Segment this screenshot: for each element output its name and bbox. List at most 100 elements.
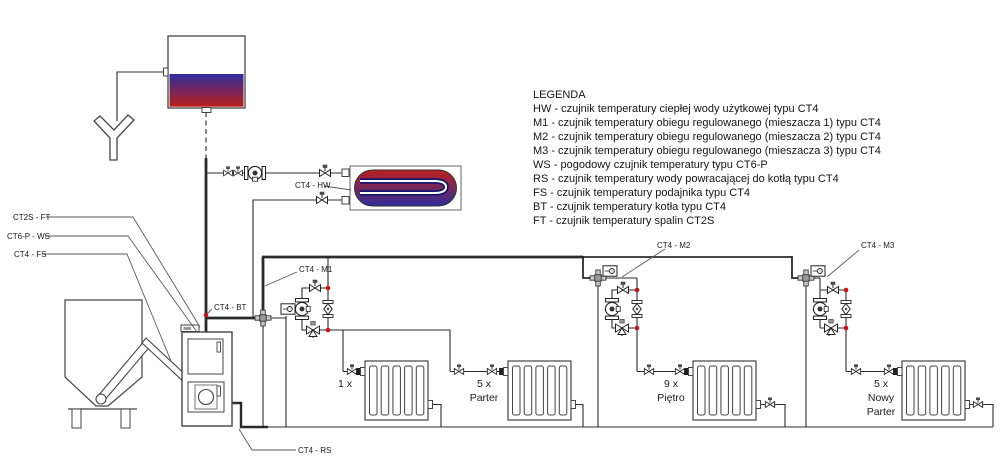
radiator-return-valve [972, 397, 984, 408]
boiler-assembly [64, 299, 233, 429]
overflow-funnel [93, 114, 135, 161]
sensor-leaders: CT2S - FT CT6-P - WS CT4 - FS CT4 - BT C… [7, 181, 895, 455]
balancing-valve-m2 [631, 300, 643, 318]
label-ct2s-ft: CT2S - FT [13, 213, 50, 222]
expansion-tank-water [169, 74, 244, 107]
expansion-tank-assembly [93, 35, 246, 161]
sensor-box-m3 [810, 265, 826, 277]
label-ct4-m2: CT4 - M2 [657, 241, 691, 250]
valve-icon [233, 166, 243, 177]
valve-icon [223, 166, 233, 177]
radiator-1-count: 1 x [338, 378, 353, 390]
m1-leader-line [264, 271, 298, 287]
radiator-valve [643, 364, 655, 375]
bt-leader-line [206, 308, 213, 315]
legend-title: LEGENDA [533, 89, 586, 101]
auger-motor [95, 393, 107, 405]
legend-entry: M1 - czujnik temperatury obiegu regulowa… [533, 117, 881, 129]
valve-icon-m1 [309, 279, 321, 292]
hw-leader-line [323, 185, 352, 191]
burner-frame [194, 384, 218, 410]
expansion-tank-outlet [201, 107, 212, 113]
radiator-nub [684, 368, 688, 375]
radiator-2-location: Parter [470, 392, 499, 404]
fittings [203, 265, 852, 337]
radiator-nub [356, 368, 360, 375]
radiator-3-location: Piętro [657, 392, 685, 404]
legend: LEGENDA HW - czujnik temperatury ciepłej… [533, 88, 881, 228]
legend-entry: FS - czujnik temperatury podajnika typu … [533, 187, 751, 199]
valve-icon-m3 [827, 281, 839, 294]
dhw-pump-icon [243, 165, 267, 182]
label-ct4-m3: CT4 - M3 [861, 241, 895, 250]
rad1-outlet-pipe [432, 403, 442, 427]
mixing-valve-m1 [306, 321, 320, 337]
mixing-valve-m2 [615, 319, 629, 335]
boiler-lower-handle [216, 385, 221, 397]
radiator-valve [453, 364, 465, 375]
label-ct6p-ws: CT6-P - WS [7, 232, 50, 241]
radiator-1 [359, 360, 434, 421]
label-ct4-rs: CT4 - RS [298, 446, 331, 455]
junction-dot [843, 325, 849, 331]
radiator-valve [346, 364, 358, 375]
rs-leader-line [238, 428, 296, 451]
dhw-tank [354, 169, 457, 207]
label-ct4-fs: CT4 - FS [14, 250, 46, 259]
radiator-nub [499, 368, 503, 375]
radiator-return-valve [764, 397, 776, 408]
fs-leader-line [42, 253, 172, 362]
legend-entry: FT - czujnik temperatury spalin CT2S [533, 215, 715, 227]
overflow-pipe [116, 71, 164, 121]
boiler-upper-handle [216, 341, 221, 353]
valve-icon [319, 164, 331, 177]
radiator-valve [850, 364, 862, 375]
junction-dot [325, 285, 331, 291]
legend-entry: M3 - czujnik temperatury obiegu regulowa… [533, 145, 881, 157]
expansion-tank-overflow-port [163, 67, 169, 77]
sensor-box-m2 [602, 265, 618, 277]
legend-entry: HW - czujnik temperatury ciepłej wody uż… [533, 103, 819, 115]
radiator-2 [502, 360, 577, 421]
radiator-4-count: 5 x [874, 378, 889, 390]
radiator-valve [674, 364, 686, 375]
sensor-box-m1 [280, 303, 296, 315]
cross-fitting-boiler [254, 309, 272, 327]
radiator-4-location-1: Nowy [868, 392, 895, 404]
pump-icon-m2 [604, 297, 621, 321]
valve-icon-m2 [617, 281, 629, 294]
dhw-tank-assembly [223, 164, 462, 211]
legend-entry: BT - czujnik temperatury kotła typu CT4 [533, 201, 726, 213]
radiator-4-location-2: Parter [867, 406, 896, 418]
ws-leader-line [45, 235, 198, 333]
balancing-valve-m3 [840, 300, 852, 318]
m2-leader-line [621, 248, 666, 278]
burner-window [197, 388, 215, 406]
junction-dot [634, 287, 640, 293]
radiator-labels: 1 x 5 x Parter 9 x Piętro 5 x Nowy Parte… [338, 378, 896, 418]
radiator-4 [896, 360, 971, 421]
balancing-valve-m1 [322, 300, 334, 318]
m3-leader-line [826, 249, 860, 278]
junction-dot [634, 325, 640, 331]
legend-entry: RS - czujnik temperatury wody powracając… [533, 173, 839, 185]
radiator-3-count: 9 x [664, 378, 679, 390]
label-ct4-hw: CT4 - HW [295, 181, 331, 190]
label-ct4-bt: CT4 - BT [214, 303, 247, 312]
radiator-3 [687, 360, 762, 421]
pump-icon-m1 [294, 297, 311, 321]
hopper-leg [71, 408, 82, 429]
radiator-valve [486, 364, 498, 375]
valve-icon [316, 191, 328, 204]
dhw-return-pipe [252, 199, 344, 317]
dhw-coil-inner [360, 180, 448, 194]
boiler-return-pipe [232, 401, 268, 429]
pump-icon-m3 [812, 297, 829, 321]
dhw-port-lower [341, 196, 350, 205]
rad3-outlet-pipe [759, 403, 786, 427]
legend-entry: WS - pogodowy czujnik temperatury typu C… [533, 159, 768, 171]
radiator-nub [893, 368, 897, 375]
radiator-valve [883, 364, 895, 375]
